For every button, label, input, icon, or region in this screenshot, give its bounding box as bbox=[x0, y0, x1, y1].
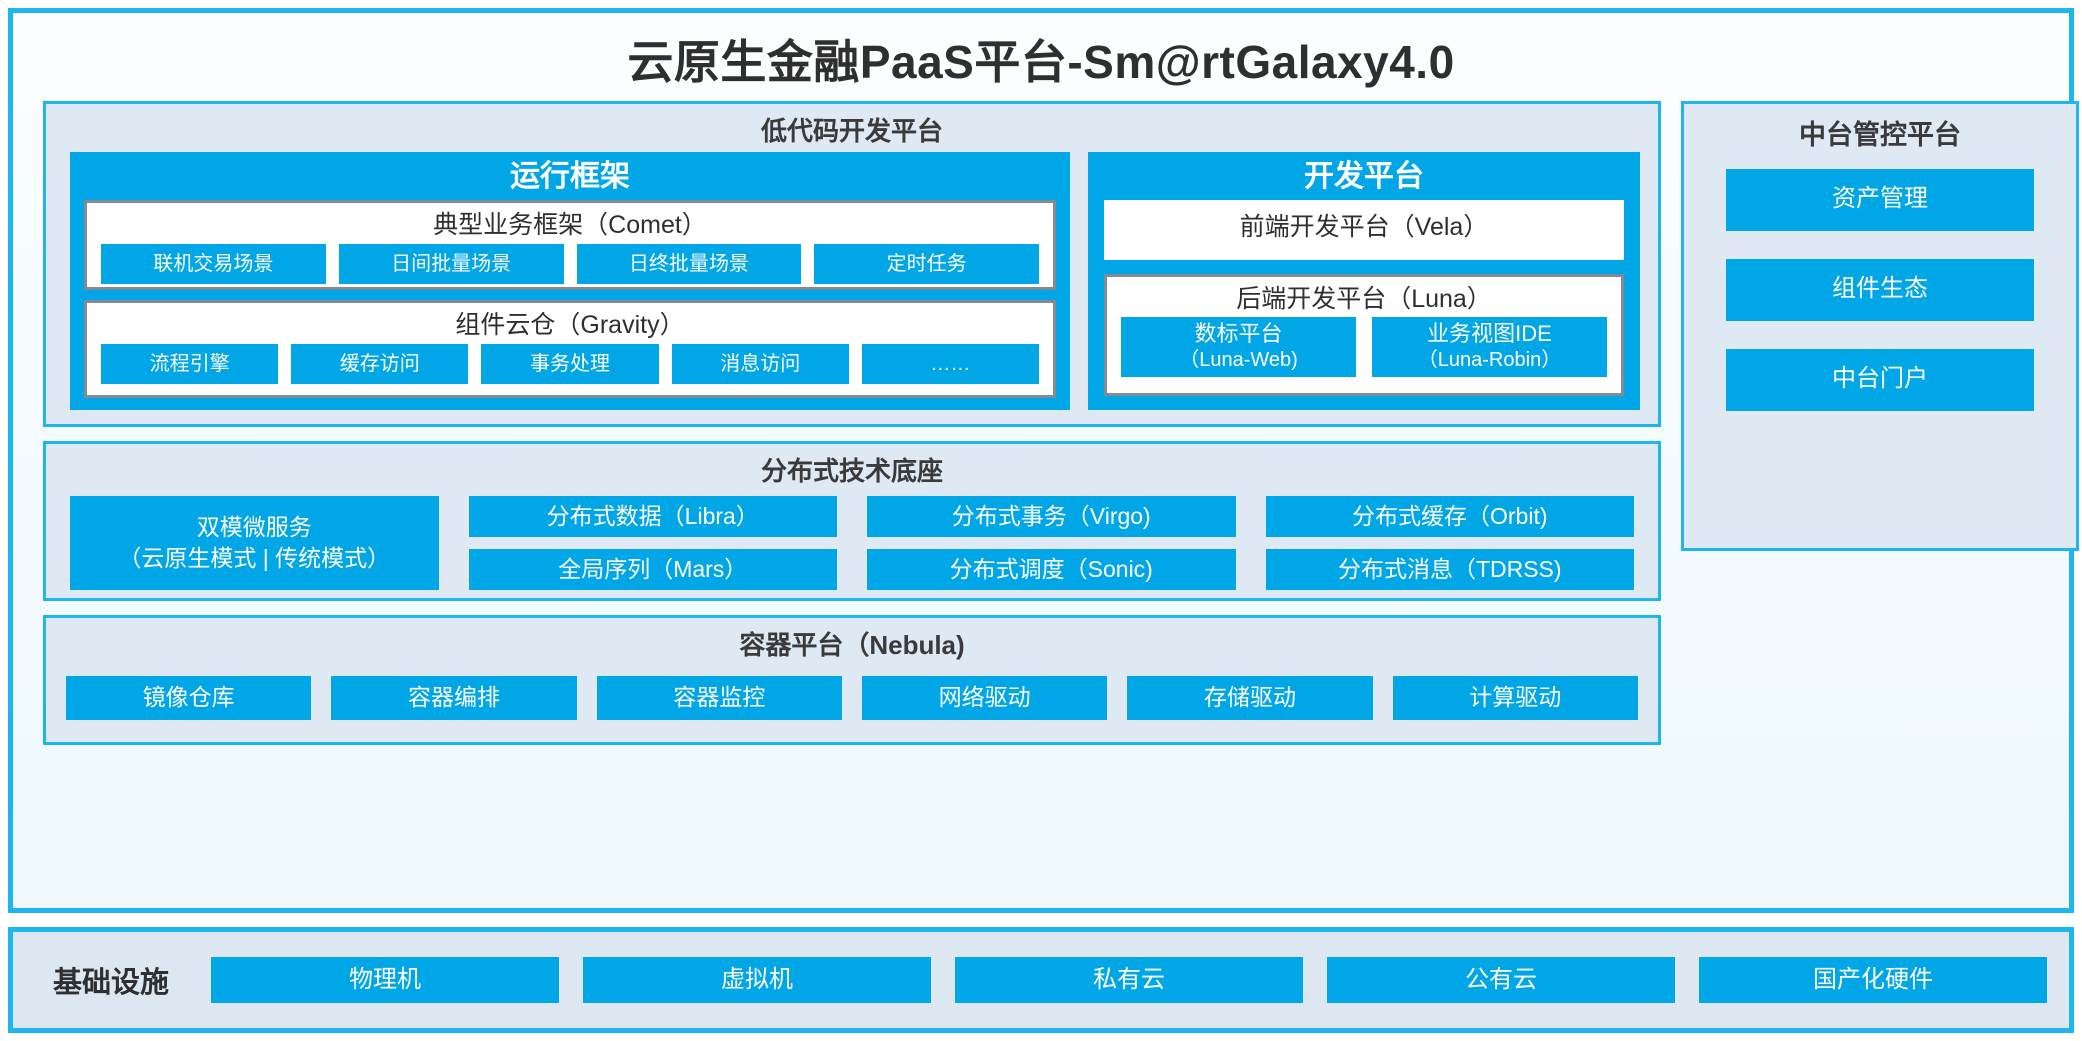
comet-item[interactable]: 定时任务 bbox=[814, 243, 1039, 284]
control-item-asset[interactable]: 资产管理 bbox=[1726, 168, 2034, 231]
distributed-base-grid: 双模微服务 （云原生模式 | 传统模式） 分布式数据（Libra） 全局序列（M… bbox=[70, 496, 1634, 590]
luna-item-web-name: 数标平台 bbox=[1194, 321, 1283, 347]
dist-col-microservice: 双模微服务 （云原生模式 | 传统模式） bbox=[70, 496, 439, 590]
low-code-platform-title: 低代码开发平台 bbox=[760, 116, 943, 146]
container-item-compute-driver[interactable]: 计算驱动 bbox=[1392, 676, 1638, 720]
gravity-title: 组件云仓（Gravity） bbox=[455, 311, 685, 339]
dist-col-3: 分布式缓存（Orbit) 分布式消息（TDRSS) bbox=[1265, 496, 1634, 590]
dist-item-microservice-name: 双模微服务 bbox=[196, 513, 312, 540]
comet-title: 典型业务框架（Comet） bbox=[433, 211, 707, 239]
container-platform-panel: 容器平台（Nebula) 镜像仓库 容器编排 容器监控 网络驱动 存储驱动 计算… bbox=[43, 615, 1661, 745]
vela-box[interactable]: 前端开发平台（Vela） bbox=[1104, 200, 1624, 260]
control-item-portal[interactable]: 中台门户 bbox=[1726, 348, 2034, 411]
development-platform-card: 开发平台 前端开发平台（Vela） 后端开发平台（Luna） 数标平台 （Lun… bbox=[1088, 152, 1640, 410]
low-code-platform-panel: 低代码开发平台 运行框架 典型业务框架（Comet） 联机交易场景 日间批量场景… bbox=[43, 101, 1661, 427]
dist-item-microservice[interactable]: 双模微服务 （云原生模式 | 传统模式） bbox=[70, 496, 439, 590]
infra-item-public-cloud[interactable]: 公有云 bbox=[1327, 957, 1675, 1003]
dist-item-libra[interactable]: 分布式数据（Libra） bbox=[468, 496, 837, 537]
dist-item-sonic[interactable]: 分布式调度（Sonic) bbox=[867, 549, 1236, 590]
luna-title: 后端开发平台（Luna） bbox=[1236, 285, 1492, 313]
infra-item-physical[interactable]: 物理机 bbox=[211, 957, 559, 1003]
dist-item-tdrss[interactable]: 分布式消息（TDRSS) bbox=[1265, 549, 1634, 590]
dist-item-orbit[interactable]: 分布式缓存（Orbit) bbox=[1265, 496, 1634, 537]
container-platform-items: 镜像仓库 容器编排 容器监控 网络驱动 存储驱动 计算驱动 bbox=[66, 676, 1638, 720]
dist-col-1: 分布式数据（Libra） 全局序列（Mars） bbox=[468, 496, 837, 590]
platform-frame: 云原生金融PaaS平台-Sm@rtGalaxy4.0 低代码开发平台 运行框架 … bbox=[8, 8, 2079, 913]
infra-item-domestic-hardware[interactable]: 国产化硬件 bbox=[1699, 957, 2047, 1003]
infrastructure-label: 基础设施 bbox=[52, 967, 169, 999]
comet-box: 典型业务框架（Comet） 联机交易场景 日间批量场景 日终批量场景 定时任务 bbox=[84, 200, 1056, 290]
control-platform-title: 中台管控平台 bbox=[1799, 120, 1961, 150]
dist-col-2: 分布式事务（Virgo) 分布式调度（Sonic) bbox=[867, 496, 1236, 590]
control-platform-panel: 中台管控平台 资产管理 组件生态 中台门户 bbox=[1681, 101, 2079, 551]
gravity-item[interactable]: 消息访问 bbox=[671, 343, 849, 384]
comet-item[interactable]: 日间批量场景 bbox=[338, 243, 564, 284]
gravity-item-more[interactable]: …… bbox=[861, 343, 1040, 384]
distributed-base-title: 分布式技术底座 bbox=[760, 456, 943, 486]
gravity-item[interactable]: 缓存访问 bbox=[291, 343, 469, 384]
infra-item-virtual[interactable]: 虚拟机 bbox=[583, 957, 931, 1003]
dist-item-microservice-mode: （云原生模式 | 传统模式） bbox=[118, 545, 391, 571]
infra-item-private-cloud[interactable]: 私有云 bbox=[955, 957, 1303, 1003]
comet-item[interactable]: 日终批量场景 bbox=[576, 243, 802, 284]
luna-item-web-code: （Luna-Web) bbox=[1179, 348, 1298, 371]
gravity-box: 组件云仓（Gravity） 流程引擎 缓存访问 事务处理 消息访问 …… bbox=[84, 300, 1056, 398]
dist-item-virgo[interactable]: 分布式事务（Virgo) bbox=[867, 496, 1236, 537]
luna-item-robin-code: （Luna-Robin） bbox=[1417, 348, 1562, 371]
control-item-component[interactable]: 组件生态 bbox=[1726, 258, 2034, 321]
infrastructure-panel: 基础设施 物理机 虚拟机 私有云 公有云 国产化硬件 bbox=[8, 927, 2074, 1033]
page-title: 云原生金融PaaS平台-Sm@rtGalaxy4.0 bbox=[627, 36, 1455, 88]
distributed-base-panel: 分布式技术底座 双模微服务 （云原生模式 | 传统模式） 分布式数据（Libra… bbox=[43, 441, 1661, 601]
container-item-monitoring[interactable]: 容器监控 bbox=[596, 676, 842, 720]
container-item-storage-driver[interactable]: 存储驱动 bbox=[1127, 676, 1373, 720]
comet-items: 联机交易场景 日间批量场景 日终批量场景 定时任务 bbox=[87, 243, 1053, 284]
comet-item[interactable]: 联机交易场景 bbox=[101, 243, 326, 284]
gravity-item[interactable]: 事务处理 bbox=[481, 343, 659, 384]
infrastructure-items: 基础设施 物理机 虚拟机 私有云 公有云 国产化硬件 bbox=[13, 932, 2069, 1028]
luna-items: 数标平台 （Luna-Web) 业务视图IDE （Luna-Robin） bbox=[1107, 316, 1621, 377]
control-platform-items: 资产管理 组件生态 中台门户 bbox=[1684, 151, 2076, 411]
container-item-orchestration[interactable]: 容器编排 bbox=[331, 676, 577, 720]
dist-item-mars[interactable]: 全局序列（Mars） bbox=[468, 549, 837, 590]
vela-title: 前端开发平台（Vela） bbox=[1239, 213, 1489, 241]
luna-item-robin-name: 业务视图IDE bbox=[1427, 321, 1552, 347]
luna-box: 后端开发平台（Luna） 数标平台 （Luna-Web) 业务视图IDE （Lu… bbox=[1104, 274, 1624, 396]
development-platform-title: 开发平台 bbox=[1304, 160, 1424, 193]
runtime-framework-card: 运行框架 典型业务框架（Comet） 联机交易场景 日间批量场景 日终批量场景 … bbox=[70, 152, 1070, 410]
gravity-items: 流程引擎 缓存访问 事务处理 消息访问 …… bbox=[87, 343, 1053, 384]
container-item-network-driver[interactable]: 网络驱动 bbox=[861, 676, 1108, 720]
luna-item-web[interactable]: 数标平台 （Luna-Web) bbox=[1121, 316, 1356, 377]
container-platform-title: 容器平台（Nebula) bbox=[739, 630, 965, 660]
container-item-registry[interactable]: 镜像仓库 bbox=[66, 676, 312, 720]
luna-item-robin[interactable]: 业务视图IDE （Luna-Robin） bbox=[1372, 316, 1607, 377]
runtime-framework-title: 运行框架 bbox=[510, 160, 630, 193]
gravity-item[interactable]: 流程引擎 bbox=[101, 343, 279, 384]
